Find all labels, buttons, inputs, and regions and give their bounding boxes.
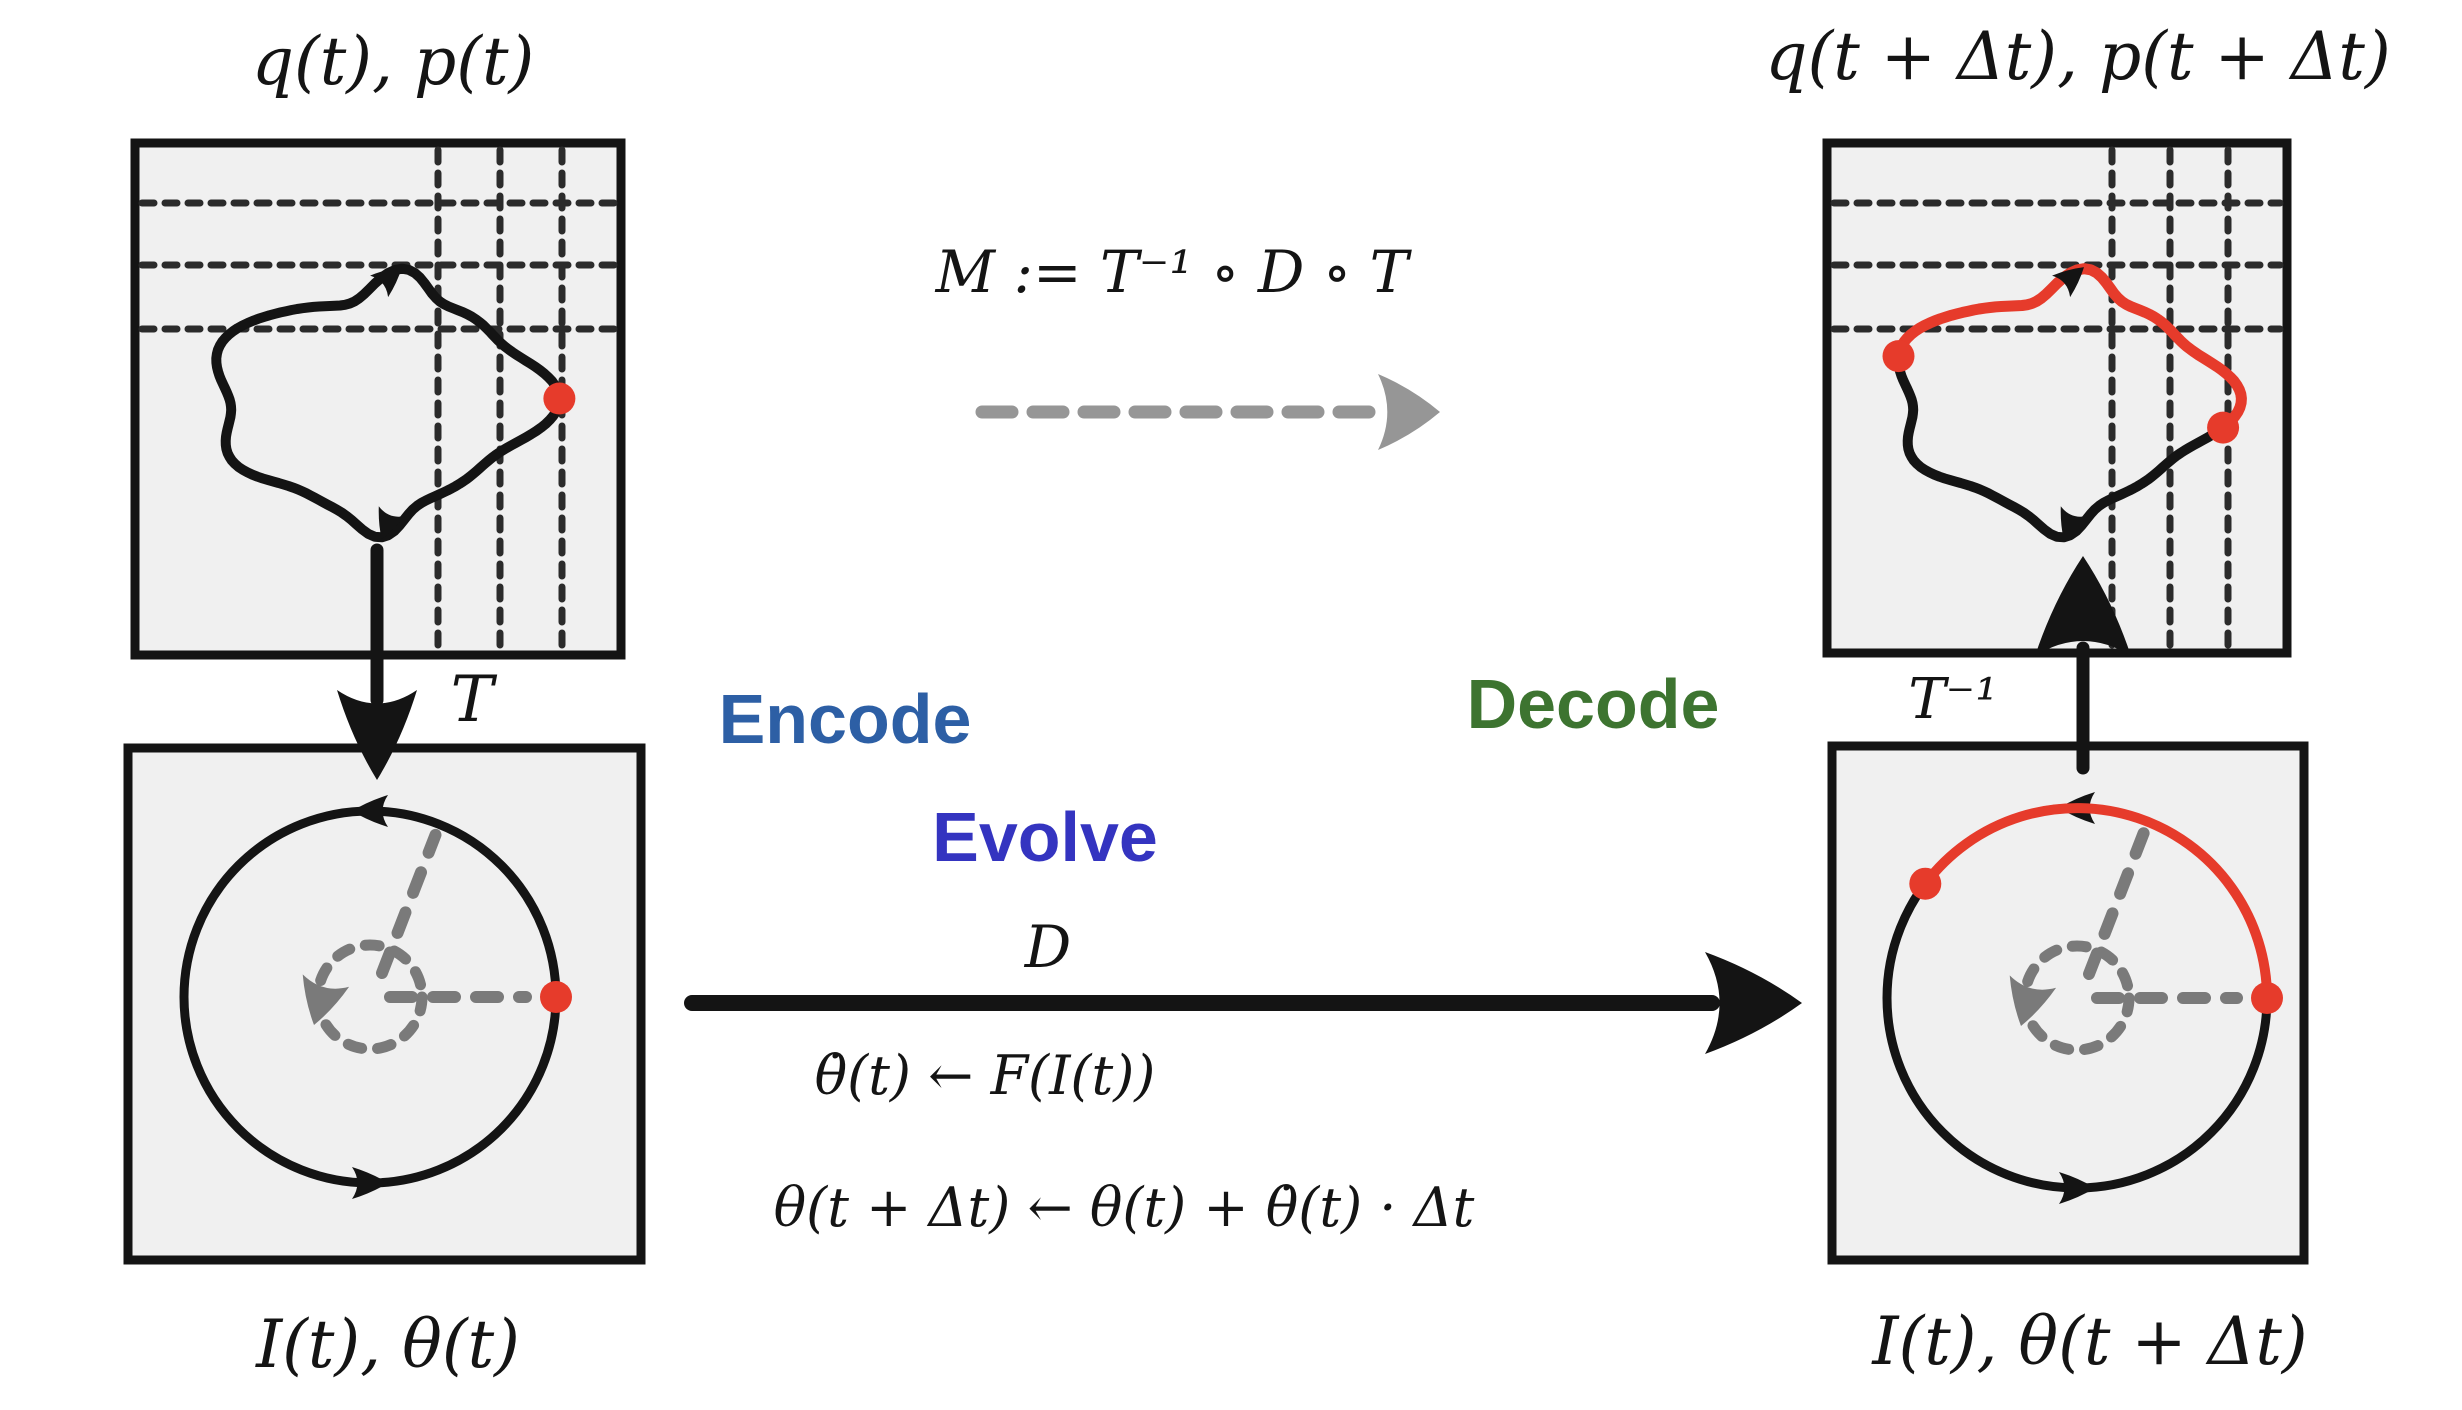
latent-bottom-right-direction-tick-bottom: [2059, 1172, 2095, 1204]
trajectory-end-red-dot: [2207, 411, 2240, 444]
encode-arrow-head: [337, 690, 417, 780]
decode-label: Decode: [1466, 665, 1720, 743]
evolve-arrow-head: [1705, 952, 1802, 1054]
trajectory-start-red-dot: [1882, 340, 1915, 373]
encode-symbol: T: [450, 663, 494, 737]
loop-direction-tick: [2052, 267, 2084, 298]
loop-direction-tick: [378, 506, 406, 540]
panel-top-right: [1822, 138, 2292, 658]
decode-symbol: T⁻¹: [1908, 667, 1998, 732]
evolve-symbol: D: [1024, 913, 1072, 981]
state-point-red-dot: [543, 382, 576, 415]
latent-bottom-left-direction-tick-bottom: [352, 1167, 388, 1199]
loop-direction-tick: [2060, 506, 2088, 540]
evolve-equation-2: θ(t + Δt) ← θ(t) + θ̇(t) · Δt: [773, 1176, 1475, 1239]
panel-top-right-label: q(t + Δt), p(t + Δt): [1765, 18, 2391, 95]
phase-loop-top-left: [211, 263, 565, 543]
panel-bottom-left-label: I(t), θ(t): [256, 1306, 520, 1383]
decode-arrow-head: [2035, 556, 2131, 656]
evolve-equation-1: θ̇(t) ← F(I(t)): [814, 1044, 1156, 1107]
encode-label: Encode: [718, 680, 972, 758]
latent-bottom-left-red-dot: [540, 981, 572, 1013]
evolve-label: Evolve: [932, 798, 1158, 876]
map-formula: M := T⁻¹ ∘ D ∘ T: [935, 238, 1409, 306]
latent-bottom-right-evolved-angle-red-arc: [1920, 803, 2272, 1003]
latent-bottom-right-red-dot-end: [1909, 867, 1942, 900]
latent-bottom-left-angle-rotation-arrow: [302, 974, 350, 1025]
latent-bottom-right-red-dot-start: [2251, 982, 2283, 1014]
latent-bottom-right-angle-rotation-arrow: [2009, 975, 2057, 1026]
map-arrow-head: [1378, 374, 1440, 450]
evolved-trajectory-red-segment: [1893, 263, 2247, 434]
panel-bottom-right-label: I(t), θ(t + Δt): [1872, 1303, 2308, 1380]
panel-top-left-label: q(t), p(t): [251, 23, 535, 100]
latent-bottom-left-direction-tick-top: [352, 795, 388, 827]
loop-direction-tick: [370, 267, 402, 298]
